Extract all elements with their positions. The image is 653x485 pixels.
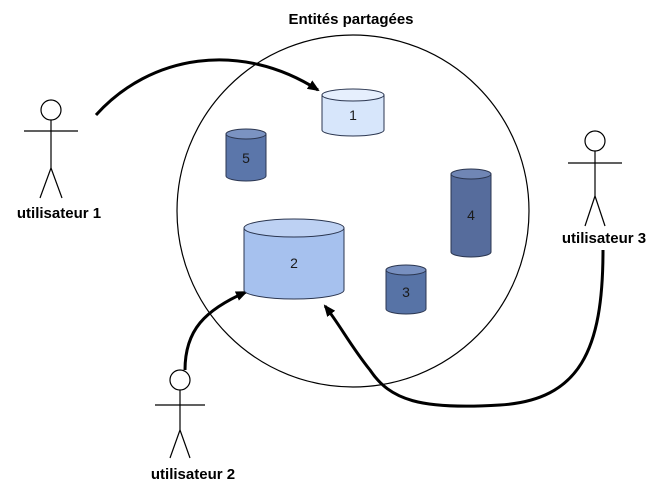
user3-label: utilisateur 3 (562, 230, 646, 247)
entity-1-label: 1 (349, 107, 357, 123)
user1-label: utilisateur 1 (17, 205, 101, 222)
arrow-user1-to-entity1 (94, 58, 320, 117)
entity-4-label: 4 (467, 207, 475, 223)
shared-entities-circle (176, 34, 530, 388)
user2-label: utilisateur 2 (151, 466, 235, 483)
entity-5-cylinder: 5 (225, 128, 267, 182)
entity-4-cylinder: 4 (450, 168, 492, 258)
entity-3-label: 3 (402, 284, 410, 300)
entity-1-cylinder: 1 (321, 88, 385, 137)
arrow-user3-to-entity2 (323, 249, 605, 408)
user2-stick-figure (155, 369, 205, 459)
user3-stick-figure (568, 130, 622, 227)
entity-2-cylinder: 2 (243, 218, 345, 300)
arrow-user2-to-entity2 (183, 290, 248, 371)
entity-3-cylinder: 3 (385, 264, 427, 315)
entity-5-label: 5 (242, 150, 250, 166)
diagram-title: Entités partagées (288, 11, 413, 28)
user1-stick-figure (24, 99, 78, 199)
entity-2-label: 2 (290, 255, 298, 271)
